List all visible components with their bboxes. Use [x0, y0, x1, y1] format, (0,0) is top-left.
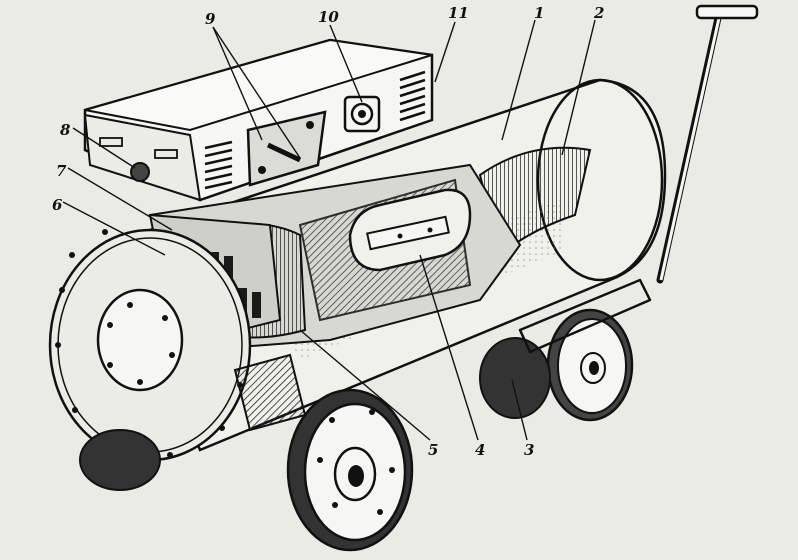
- callout-11: 11: [448, 4, 469, 22]
- rear-wheel-right: [546, 308, 634, 422]
- rear-wheel-left: [479, 337, 551, 419]
- callout-9: 9: [205, 10, 216, 28]
- callout-labels: 1 2 3 4 5 6 7 8 9 10 11: [52, 4, 604, 459]
- callout-2: 2: [593, 4, 604, 22]
- callout-4: 4: [475, 441, 485, 459]
- callout-7: 7: [56, 162, 67, 180]
- front-wheel: [79, 388, 414, 552]
- callout-8: 8: [60, 121, 71, 139]
- end-flange: [48, 228, 307, 462]
- tow-handle: [656, 4, 759, 284]
- callout-3: 3: [524, 441, 534, 459]
- callout-10: 10: [318, 8, 339, 26]
- leader-lines: [62, 19, 596, 441]
- callout-5: 5: [428, 441, 438, 459]
- callout-1: 1: [534, 4, 544, 22]
- chassis: [518, 278, 652, 354]
- callout-6: 6: [52, 196, 63, 214]
